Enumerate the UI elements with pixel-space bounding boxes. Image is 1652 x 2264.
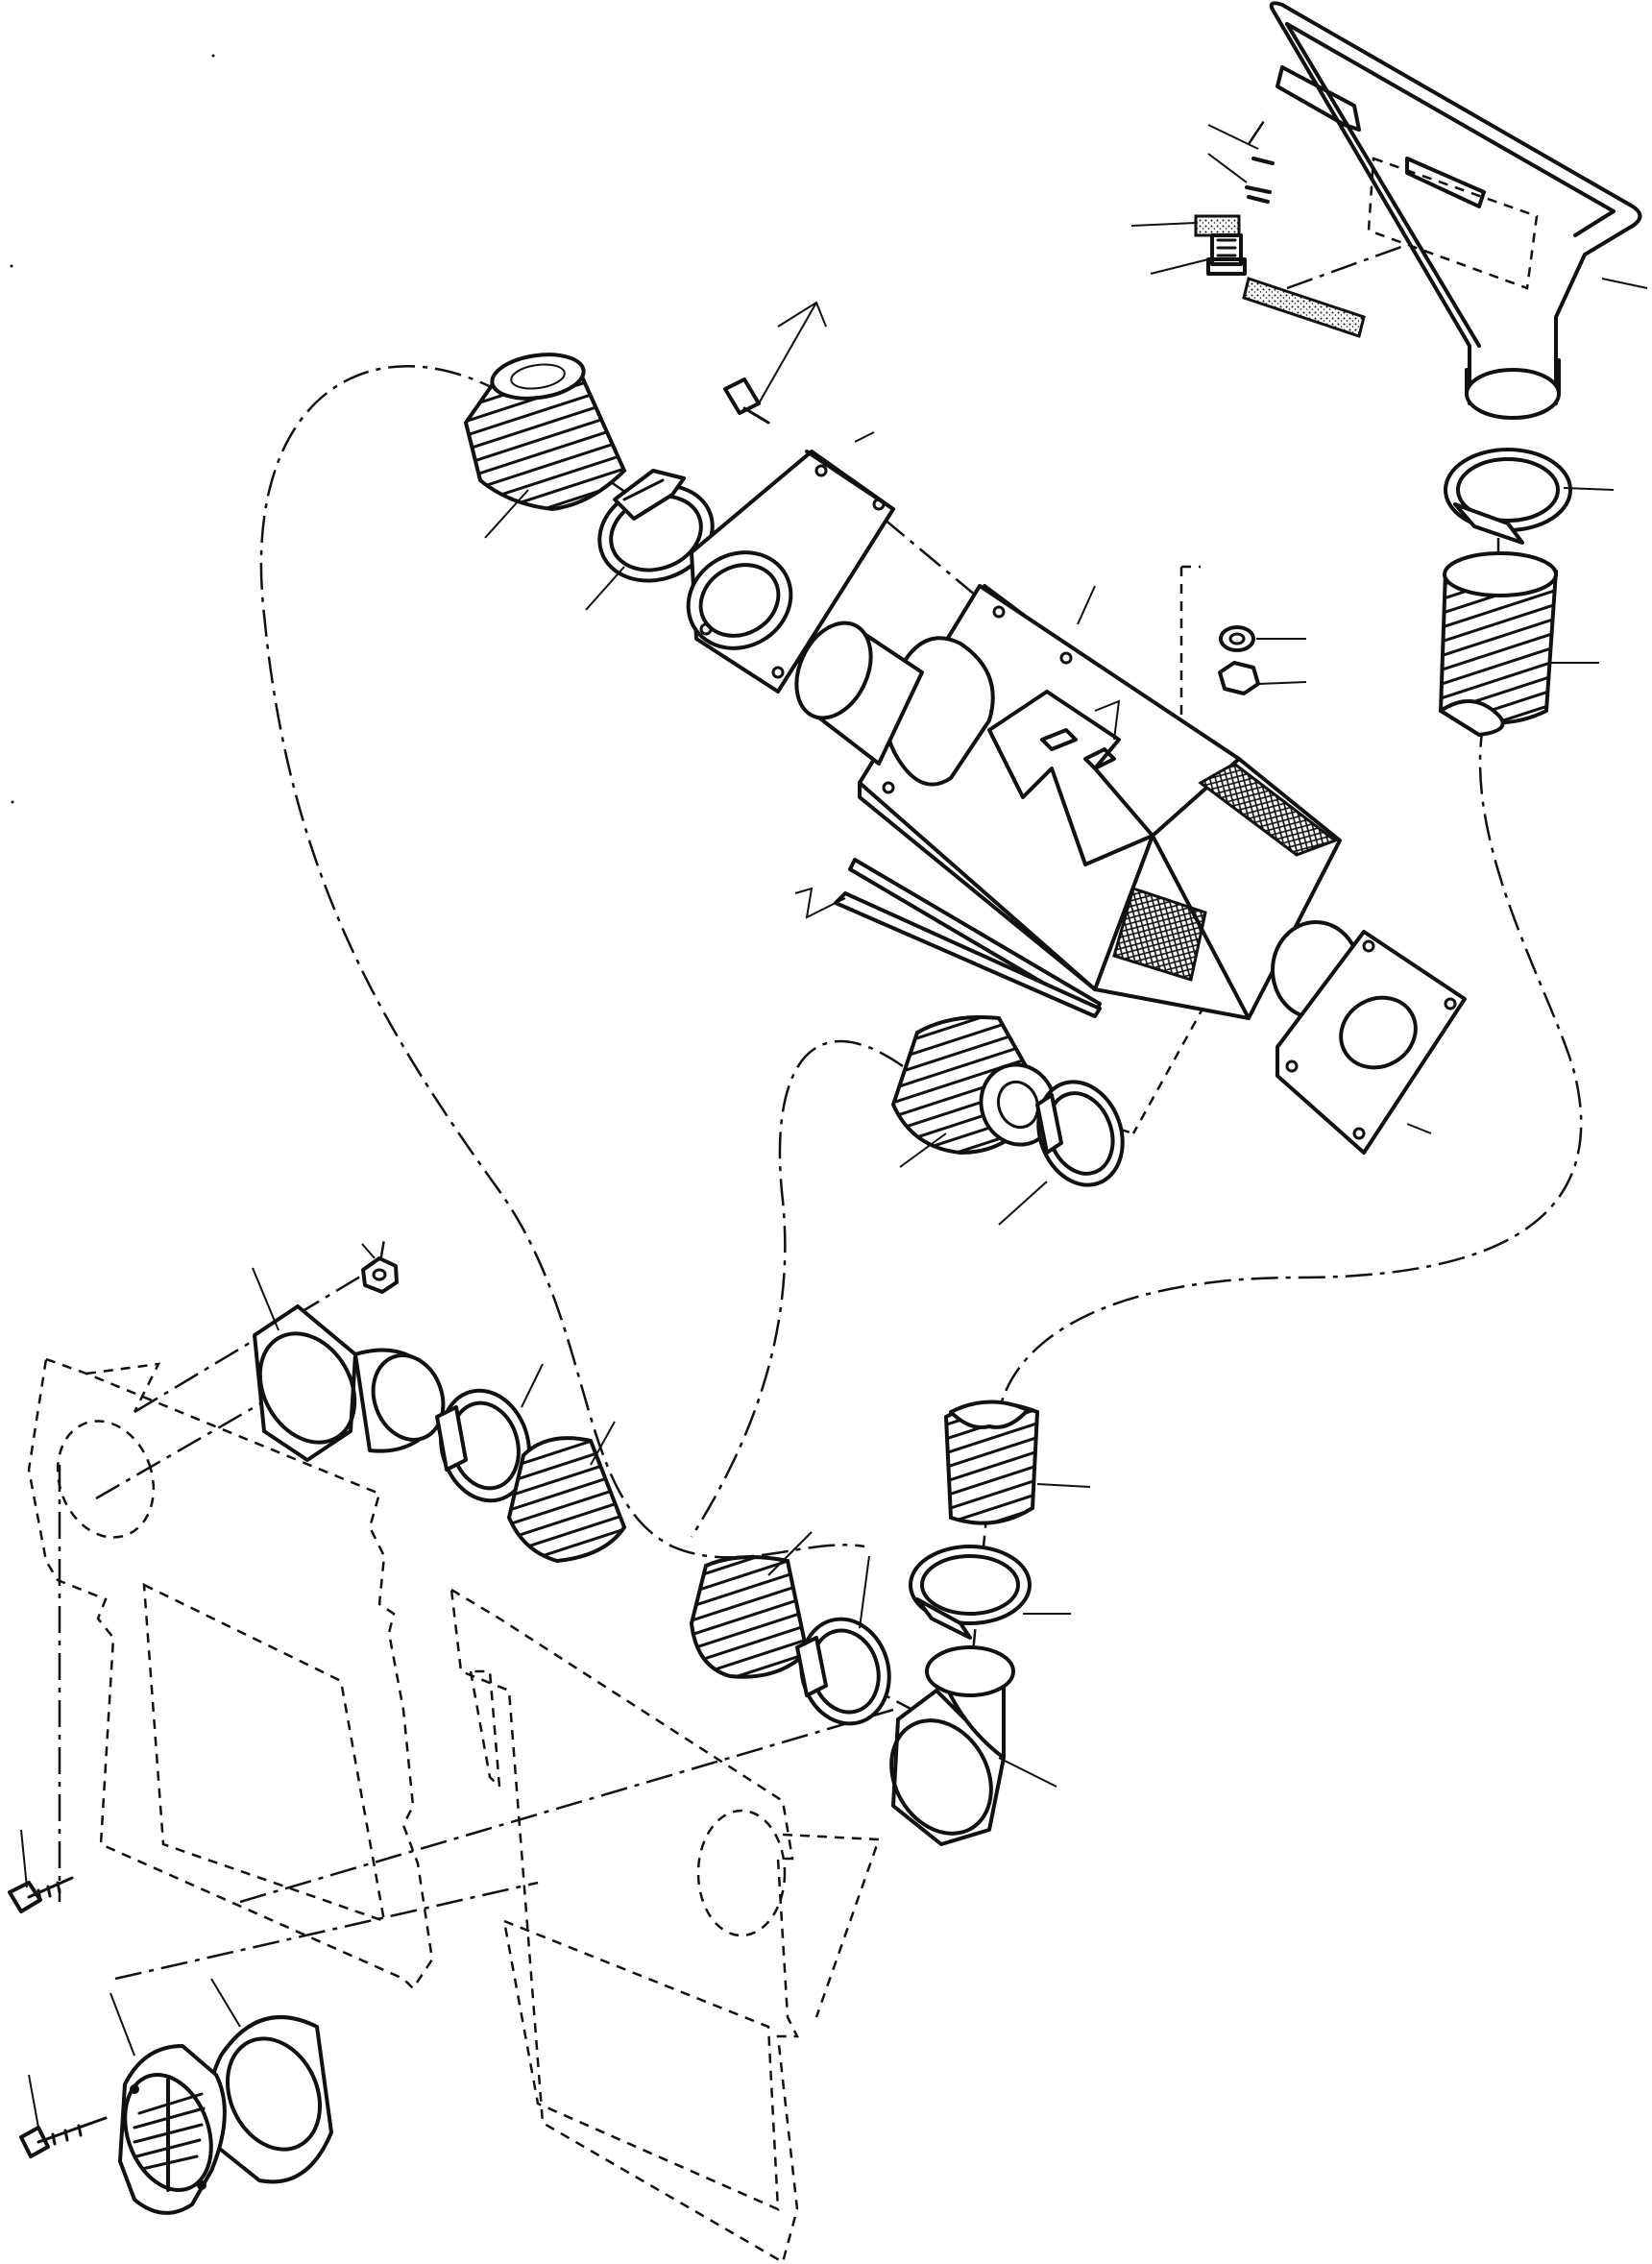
upper-hose-clamp bbox=[597, 469, 715, 583]
heater-box bbox=[794, 584, 1342, 1020]
right-lower-hose bbox=[943, 1400, 1040, 1525]
panel-screw-lower bbox=[19, 2116, 108, 2158]
left-lower-hose bbox=[506, 1436, 627, 1564]
lower-gasket bbox=[206, 2015, 333, 2184]
right-lower-clamp bbox=[909, 1545, 1032, 1640]
funnel-clamp bbox=[1444, 448, 1572, 545]
center-lower-clamp bbox=[795, 1617, 891, 1726]
adaptor-screw bbox=[723, 377, 770, 425]
left-elbow-clamp bbox=[435, 1388, 531, 1503]
center-lower-hose bbox=[689, 1555, 810, 1679]
right-elbow bbox=[889, 1645, 1015, 1846]
leader-lines bbox=[20, 124, 1648, 2129]
upper-adaptor bbox=[686, 450, 895, 694]
panel-screw-upper bbox=[8, 1876, 74, 1913]
upper-hose bbox=[463, 353, 627, 512]
box-nuts bbox=[1218, 625, 1260, 695]
grille-vent bbox=[118, 2044, 227, 2215]
box-gasket-strip bbox=[834, 891, 1102, 1018]
right-panel bbox=[449, 1587, 881, 2264]
lower-box-outlet bbox=[1271, 920, 1467, 1155]
left-panel bbox=[27, 1357, 434, 1990]
left-elbow bbox=[253, 1304, 446, 1462]
middle-hose-clamp bbox=[1035, 1080, 1125, 1187]
left-elbow-nut bbox=[361, 1256, 399, 1294]
funnel-hose bbox=[1438, 551, 1559, 737]
funnel-shroud bbox=[1194, 1, 1642, 420]
